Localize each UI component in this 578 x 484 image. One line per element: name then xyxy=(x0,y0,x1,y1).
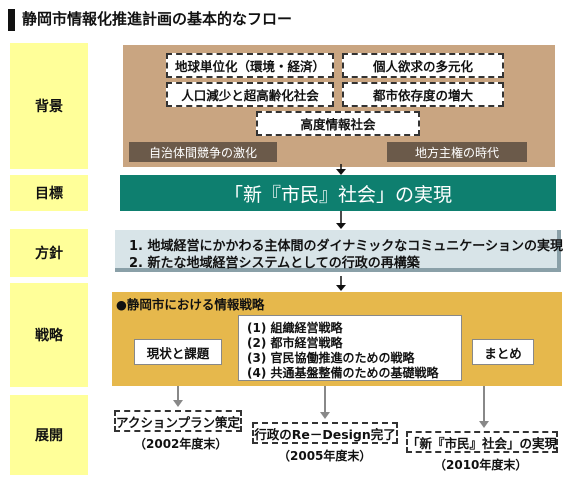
policy-line-1: 1. 地域経営にかかわる主体間のダイナミックなコミュニケーションの実現 xyxy=(129,239,563,254)
stage-background: 背景 xyxy=(10,43,88,169)
page-title: 静岡市情報化推進計画の基本的なフロー xyxy=(22,10,293,28)
background-item-aging-society: 人口減少と超高齢化社会 xyxy=(166,82,334,107)
strategy-title: ●静岡市における情報戦略 xyxy=(116,297,265,312)
development-redesign-date: （2005年度末） xyxy=(278,449,372,463)
strategy-list: (1) 組織経営戦略 (2) 都市経営戦略 (3) 官民協働推進のための戦略 (… xyxy=(238,315,462,381)
stage-development: 展開 xyxy=(10,395,88,475)
background-tag-competition: 自治体間競争の激化 xyxy=(129,142,277,162)
stage-policy: 方針 xyxy=(10,229,88,277)
goal-banner: 「新『市民』社会」の実現 xyxy=(120,175,556,211)
stage-strategy: 戦略 xyxy=(10,283,88,387)
strategy-item-3: (3) 官民協働推進のための戦略 xyxy=(247,351,415,365)
development-action-plan: アクションプラン策定 xyxy=(114,410,242,432)
development-new-citizen-date: （2010年度末） xyxy=(434,458,528,472)
background-item-globalization: 地球単位化（環境・経済） xyxy=(166,53,334,78)
stage-goal: 目標 xyxy=(10,175,88,211)
development-redesign: 行政のRe－Design完了 xyxy=(252,422,398,444)
strategy-summary: まとめ xyxy=(472,339,534,365)
development-action-plan-date: （2002年度末） xyxy=(134,437,228,451)
background-item-urban-dependence: 都市依存度の増大 xyxy=(342,82,504,107)
background-item-info-society: 高度情報社会 xyxy=(256,111,420,136)
strategy-item-1: (1) 組織経営戦略 xyxy=(247,321,343,335)
strategy-item-4: (4) 共通基盤整備のための基礎戦略 xyxy=(247,366,439,380)
arrow-gray xyxy=(173,386,489,428)
title-marker xyxy=(8,9,15,31)
arrow-black xyxy=(336,164,346,291)
policy-line-2: 2. 新たな地域経営システムとしての行政の再構築 xyxy=(129,256,420,271)
strategy-current-issues: 現状と課題 xyxy=(134,339,222,365)
background-tag-sovereignty: 地方主権の時代 xyxy=(387,142,527,162)
strategy-item-2: (2) 都市経営戦略 xyxy=(247,336,343,350)
policy-panel: 1. 地域経営にかかわる主体間のダイナミックなコミュニケーションの実現 2. 新… xyxy=(115,230,563,272)
background-item-diversification: 個人欲求の多元化 xyxy=(342,53,504,78)
development-new-citizen: 「新『市民』社会」の実現 xyxy=(406,431,558,453)
